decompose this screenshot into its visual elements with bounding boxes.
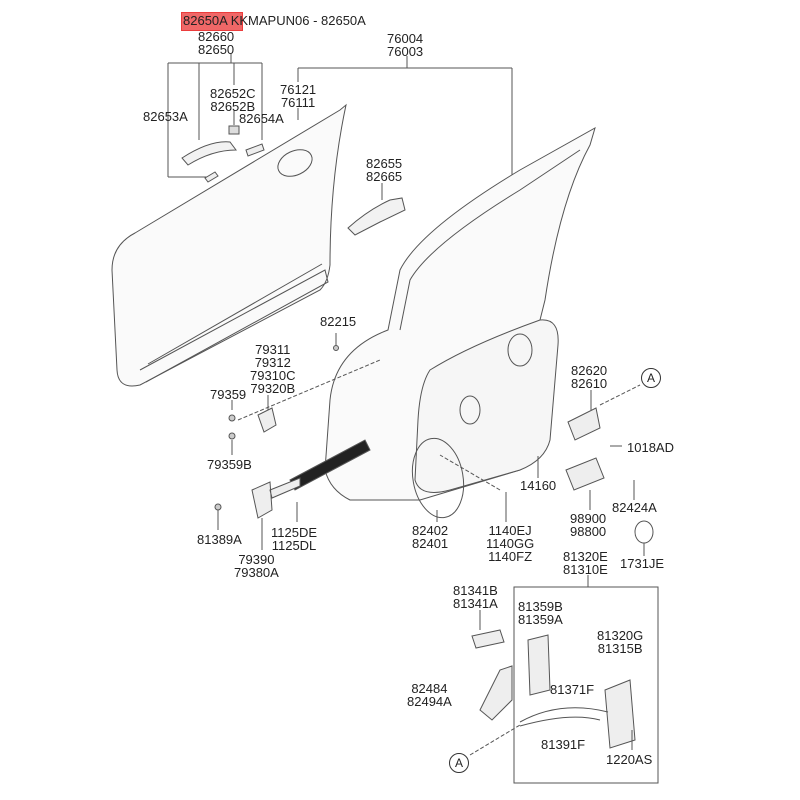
outer-door-panel (111, 103, 347, 387)
callout-1018AD[interactable]: 1018AD (627, 440, 674, 455)
latch (604, 679, 636, 749)
hinge-bolt-a (228, 414, 236, 422)
handle-bracket-lines (167, 54, 263, 178)
part-highlight[interactable] (181, 12, 243, 31)
checker-bolt (214, 503, 222, 511)
callout-79359B[interactable]: 79359B (207, 457, 252, 472)
callout-81371F[interactable]: 81371F (550, 682, 595, 697)
callout-14160[interactable]: 14160 (520, 478, 557, 493)
callout-81391F[interactable]: 81391F (541, 737, 586, 752)
outside-handle (181, 141, 237, 166)
door-checker (251, 477, 301, 519)
cable-81371F (519, 707, 609, 723)
inside-handle (567, 407, 601, 441)
callout-1220AS[interactable]: 1220AS (606, 752, 653, 767)
hinge (257, 407, 277, 433)
reference-marker-a-lower[interactable]: A (449, 753, 469, 773)
lock-link (471, 629, 505, 649)
latch-assembly-box (513, 586, 659, 784)
door-module-panel (414, 319, 559, 493)
door-panel-lines (297, 56, 513, 190)
callout-1731JE[interactable]: 1731JE (620, 556, 665, 571)
hinge-bolt-b (228, 432, 236, 440)
latch-cover (527, 634, 551, 696)
callout-82215[interactable]: 82215 (320, 314, 357, 329)
callout-82653A[interactable]: 82653A (143, 109, 188, 124)
callout-82424A[interactable]: 82424A (612, 500, 657, 515)
handle-cover (245, 143, 265, 157)
regulator-motor (565, 457, 605, 491)
cable-81391F (519, 716, 601, 727)
callout-82654A[interactable]: 82654A (239, 111, 284, 126)
key-cylinder (228, 125, 240, 135)
handle-bracket (347, 197, 406, 236)
callout-81389A[interactable]: 81389A (197, 532, 242, 547)
bolt-82215 (333, 345, 339, 351)
part-title: 82650A KKMAPUN06 - 82650A (183, 13, 366, 28)
reference-marker-a-upper[interactable]: A (641, 368, 661, 388)
callout-79359[interactable]: 79359 (210, 387, 247, 402)
cover-82484 (479, 665, 513, 721)
plug-1731JE (634, 520, 654, 544)
